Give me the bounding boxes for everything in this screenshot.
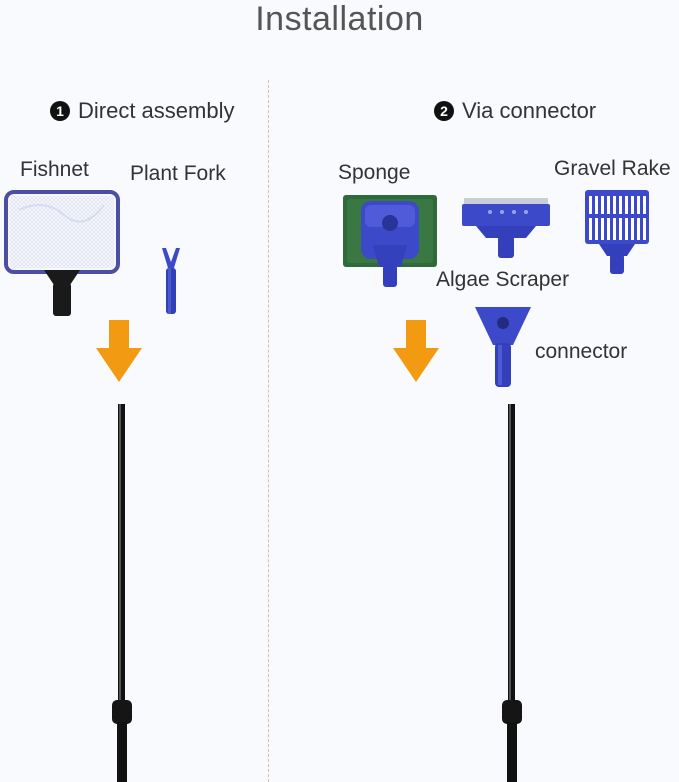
step-direct-assembly: 1 Direct assembly: [50, 98, 234, 124]
arrow-down-icon: [393, 320, 439, 382]
plant-fork-icon: [162, 248, 180, 314]
pole-icon: [112, 404, 132, 782]
step-label-direct-assembly: Direct assembly: [78, 98, 235, 123]
label-algae-scraper: Algae Scraper: [436, 268, 570, 291]
step-via-connector: 2 Via connector: [434, 98, 596, 124]
fishnet-icon: [4, 190, 120, 316]
sponge-icon: [343, 195, 437, 287]
label-plant-fork: Plant Fork: [130, 162, 226, 185]
gravel-rake-icon: [585, 190, 649, 274]
label-fishnet: Fishnet: [20, 158, 89, 181]
arrow-down-icon: [96, 320, 142, 382]
connector-icon: [475, 307, 531, 387]
label-sponge: Sponge: [338, 161, 411, 184]
label-connector: connector: [535, 340, 628, 363]
section-divider: [268, 80, 269, 782]
page-title: Installation: [255, 0, 424, 38]
label-gravel-rake: Gravel Rake: [554, 157, 671, 180]
step-number-2: 2: [434, 101, 454, 121]
step-label-via-connector: Via connector: [462, 98, 597, 123]
step-number-1: 1: [50, 101, 70, 121]
algae-scraper-icon: [462, 198, 550, 258]
pole-icon: [502, 404, 522, 782]
